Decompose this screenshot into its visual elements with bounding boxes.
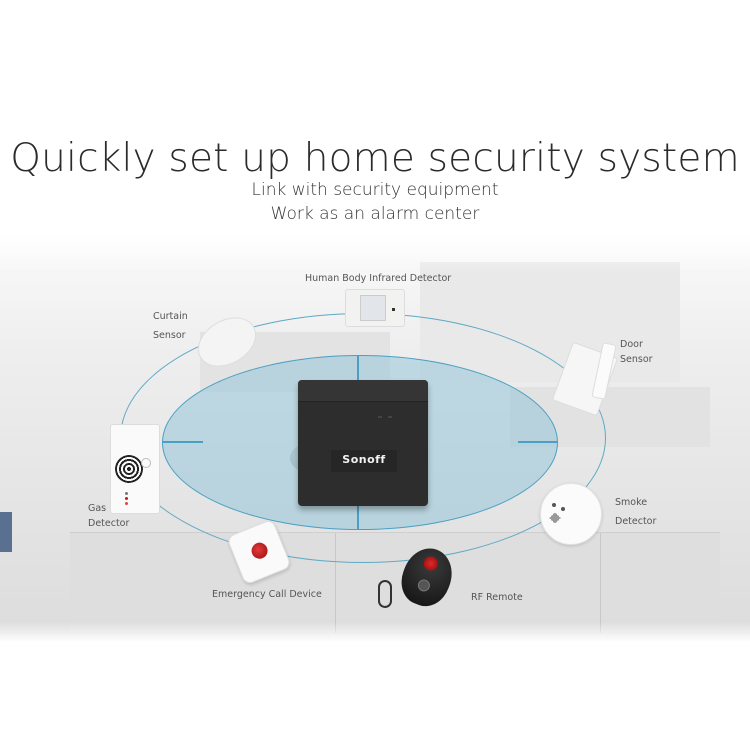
ring-tick-top — [357, 355, 359, 380]
subtitle-link: Link with security equipment — [251, 180, 499, 200]
ring-tick-bottom — [357, 506, 359, 530]
gas-detector-icon — [110, 424, 160, 514]
keyring-icon — [378, 580, 392, 608]
curtain-sensor-label-2: Sensor — [153, 330, 186, 341]
door-sensor-label-2: Sensor — [620, 354, 653, 365]
hub-brand-logo: Sonoff — [342, 453, 386, 466]
smoke-detector-icon — [540, 483, 602, 545]
left-accent — [0, 512, 12, 552]
smoke-detector-label-1: Smoke — [615, 497, 648, 508]
subtitle-alarm: Work as an alarm center — [270, 204, 480, 224]
curtain-sensor-label-1: Curtain — [153, 311, 188, 322]
sonoff-rf-bridge-hub: Sonoff — [298, 380, 428, 506]
pir-detector-label: Human Body Infrared Detector — [305, 273, 452, 284]
door-sensor-label-1: Door — [620, 339, 643, 350]
rf-remote-label: RF Remote — [471, 592, 523, 603]
ring-tick-right — [518, 441, 558, 443]
ring-tick-left — [163, 441, 203, 443]
emergency-call-label: Emergency Call Device — [212, 589, 322, 600]
page-title: Quickly set up home security system — [10, 136, 740, 181]
gas-detector-label-2: Detector — [88, 518, 130, 529]
smoke-detector-label-2: Detector — [615, 516, 657, 527]
gas-detector-label-1: Gas — [88, 503, 107, 514]
pir-detector-icon — [345, 289, 405, 327]
